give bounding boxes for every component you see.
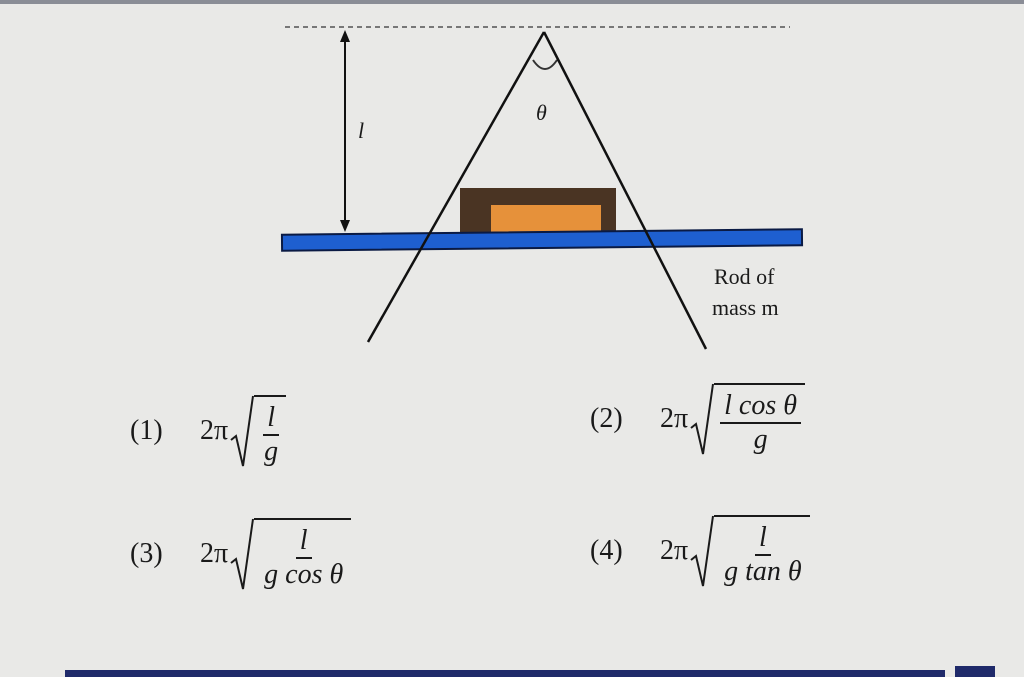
option-prefix: 2π	[200, 538, 229, 569]
radical-sign-icon	[230, 395, 255, 467]
bottom-rule-end	[955, 666, 995, 677]
option-prefix: 2π	[660, 535, 689, 566]
numerator: l	[755, 522, 771, 556]
option-number: (2)	[590, 403, 623, 434]
denominator: g tan θ	[724, 555, 802, 587]
denominator: g cos θ	[264, 558, 344, 590]
arrow-head-bottom	[340, 220, 350, 232]
denominator: g	[264, 435, 279, 467]
length-label: l	[358, 118, 365, 143]
rod-label-line1: Rod of	[714, 264, 775, 289]
rod-label-line2: mass m	[712, 295, 779, 320]
pendulum-diagram	[280, 26, 804, 350]
bottom-rule	[65, 670, 945, 677]
radical-sign-icon	[230, 518, 255, 590]
arrow-head-top	[340, 30, 350, 42]
string-left	[366, 31, 546, 343]
rod	[280, 228, 804, 252]
string-right	[542, 31, 708, 350]
numerator: l	[263, 402, 280, 436]
radical-sign-icon	[690, 515, 715, 587]
numerator: l cos θ	[720, 390, 801, 424]
angle-label: θ	[536, 100, 547, 125]
option-number: (1)	[130, 415, 163, 446]
option-prefix: 2π	[200, 415, 229, 446]
option-number: (3)	[130, 538, 163, 569]
option-number: (4)	[590, 535, 623, 566]
denominator: g	[753, 423, 768, 455]
angle-arc	[532, 59, 558, 70]
option-prefix: 2π	[660, 403, 689, 434]
radical-sign-icon	[690, 383, 715, 455]
numerator: l	[295, 525, 312, 559]
top-rule	[0, 0, 1024, 4]
